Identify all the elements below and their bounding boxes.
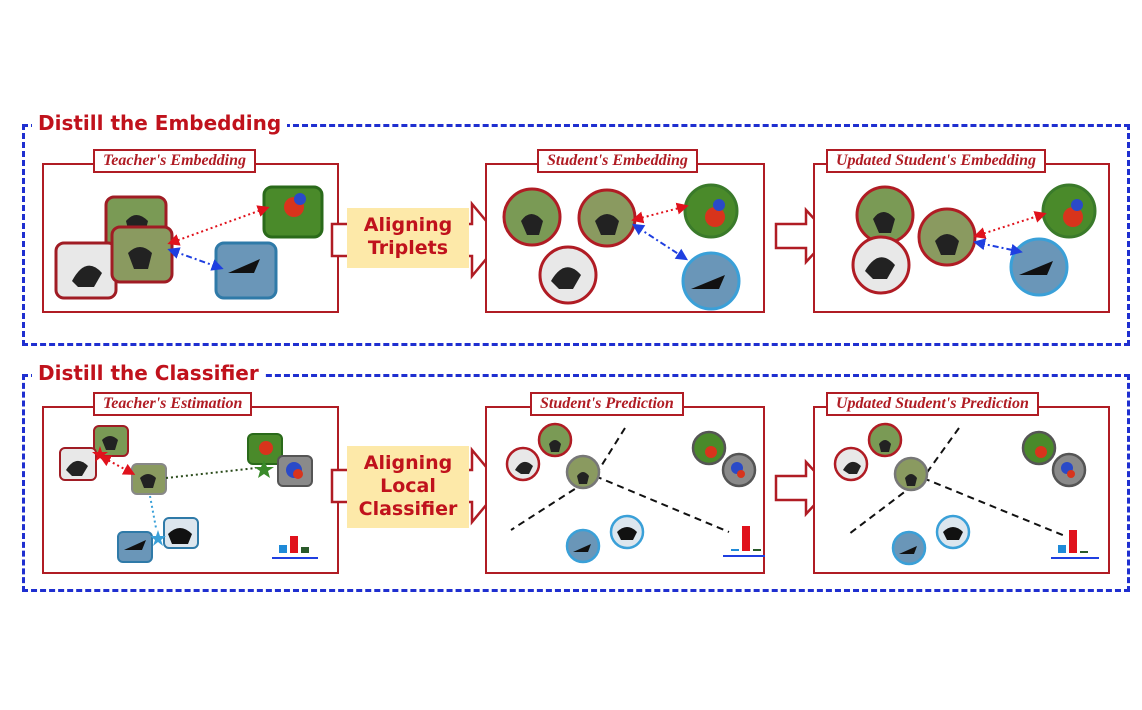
bird-photo-icon [917, 207, 977, 267]
updated-prediction-label: Updated Student's Prediction [826, 392, 1039, 416]
bird-photo-icon [691, 430, 727, 466]
teacher-estimation-label: Teacher's Estimation [93, 392, 253, 416]
bird-photo-icon [1021, 430, 1057, 466]
bird-photo-icon [262, 185, 324, 239]
bird-photo-icon [505, 446, 541, 482]
bird-photo-icon [681, 251, 741, 311]
bird-photo-icon [891, 530, 927, 566]
teacher-estimation-graphic [59, 425, 318, 563]
star-icon [254, 460, 274, 478]
bird-photo-icon [893, 456, 929, 492]
align-triplets-box: Aligning Triplets [347, 208, 469, 268]
classifier-section-title: Distill the Classifier [32, 361, 265, 385]
align-triplets-line-2: Triplets [367, 237, 449, 259]
bird-photo-icon [277, 455, 313, 487]
align-classifier-line-2: Local [380, 475, 436, 497]
bird-photo-icon [855, 185, 915, 245]
bird-photo-icon [721, 452, 757, 488]
bird-photo-icon [538, 245, 598, 305]
bird-photo-icon [577, 188, 637, 248]
classifier-section [22, 374, 1130, 592]
bird-photo-icon [117, 531, 153, 563]
embedding-section-title: Distill the Embedding [32, 111, 288, 135]
align-triplets-line-1: Aligning [363, 214, 453, 236]
teacher-embedding-graphic [54, 185, 324, 300]
bird-photo-icon [247, 433, 283, 465]
star-icon [92, 446, 108, 462]
bird-photo-icon [163, 517, 199, 549]
updated-embedding-graphic [851, 183, 1097, 297]
bar-histogram-icon [723, 526, 765, 557]
bird-photo-icon [93, 425, 129, 457]
bird-photo-icon [867, 422, 903, 458]
student-embedding-label: Student's Embedding [537, 149, 698, 173]
bird-photo-icon [54, 241, 118, 300]
bird-photo-icon [565, 528, 601, 564]
bird-photo-icon [131, 463, 167, 495]
bird-photo-icon [59, 447, 97, 481]
bird-photo-icon [833, 446, 869, 482]
bird-photo-icon [502, 187, 562, 247]
bird-photo-icon [565, 454, 601, 490]
bird-photo-icon [1051, 452, 1087, 488]
student-prediction-label: Student's Prediction [530, 392, 684, 416]
embedding-section [22, 124, 1130, 346]
bird-photo-icon [214, 241, 278, 300]
align-classifier-box: Aligning Local Classifier [347, 446, 469, 528]
bar-histogram-icon [272, 536, 318, 559]
bird-photo-icon [1009, 237, 1069, 297]
bird-photo-icon [1041, 183, 1097, 239]
bird-photo-icon [609, 514, 645, 550]
teacher-embedding-label: Teacher's Embedding [93, 149, 256, 173]
updated-embedding-label: Updated Student's Embedding [826, 149, 1047, 173]
bar-histogram-icon [1051, 530, 1099, 559]
student-prediction-graphic [505, 422, 765, 564]
bird-photo-icon [935, 514, 971, 550]
align-classifier-line-1: Aligning [363, 452, 453, 474]
bird-photo-icon [110, 225, 174, 284]
align-classifier-line-3: Classifier [358, 498, 458, 520]
bird-photo-icon [537, 422, 573, 458]
bird-photo-icon [683, 183, 739, 239]
bird-photo-icon [851, 235, 911, 295]
student-embedding-graphic [502, 183, 741, 311]
star-icon [150, 530, 166, 546]
updated-prediction-graphic [833, 422, 1099, 566]
